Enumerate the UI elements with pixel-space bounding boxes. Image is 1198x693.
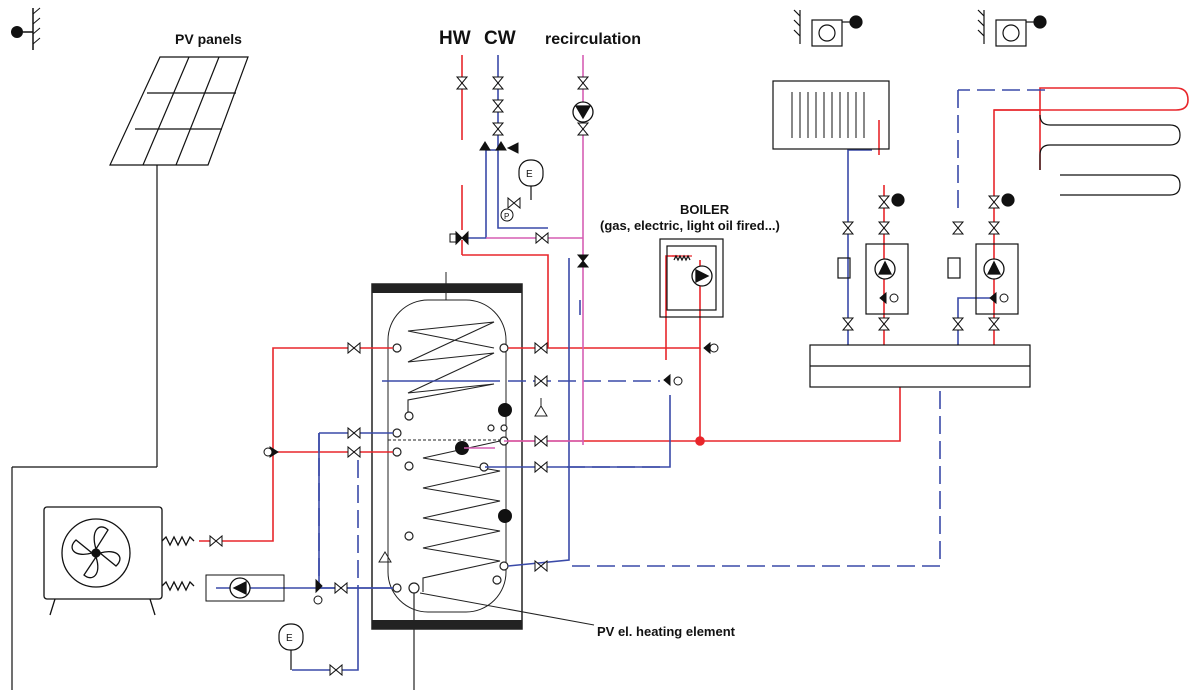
pv-heating-element-label: PV el. heating element bbox=[597, 624, 736, 639]
pressure-gauge-label: P bbox=[504, 212, 509, 221]
expansion-vessel-label: E bbox=[526, 169, 533, 180]
floor-heating-loop bbox=[1039, 114, 1181, 170]
pv-panels-label: PV panels bbox=[175, 31, 242, 47]
cw-label: CW bbox=[484, 28, 516, 49]
boiler-unit bbox=[659, 238, 724, 318]
heat-pump-unit bbox=[43, 506, 195, 616]
boiler-label: BOILER bbox=[680, 202, 730, 217]
sensor-dot-icon bbox=[498, 509, 512, 523]
sensor-dot-icon bbox=[455, 441, 469, 455]
outdoor-sensor-icon bbox=[11, 7, 41, 50]
recirc-lines bbox=[464, 55, 584, 449]
recirculation-label: recirculation bbox=[545, 31, 641, 48]
pv-panel bbox=[11, 56, 249, 690]
sensor-dot-icon bbox=[498, 403, 512, 417]
room-thermostat-icon bbox=[793, 9, 863, 47]
cold-dashed-lines bbox=[318, 89, 1045, 588]
storage-tank bbox=[371, 272, 595, 690]
manifold bbox=[809, 344, 1031, 388]
room-thermostat-icon bbox=[977, 9, 1047, 47]
expansion-vessel-icon bbox=[278, 159, 544, 670]
pressure-gauge-icon bbox=[500, 208, 514, 222]
mixing-module bbox=[837, 193, 1019, 315]
boiler-fuel-label: (gas, electric, light oil fired...) bbox=[600, 218, 780, 233]
hot-lines bbox=[199, 55, 1189, 542]
fan-icon bbox=[61, 518, 131, 588]
valve-icon bbox=[209, 76, 1001, 677]
hw-label: HW bbox=[439, 28, 471, 49]
expansion-vessel-label: E bbox=[286, 633, 293, 644]
radiator bbox=[772, 80, 890, 150]
pump-icon bbox=[229, 101, 1005, 599]
floor-heating-loop bbox=[1060, 174, 1181, 196]
hp-pump-module bbox=[205, 574, 285, 602]
